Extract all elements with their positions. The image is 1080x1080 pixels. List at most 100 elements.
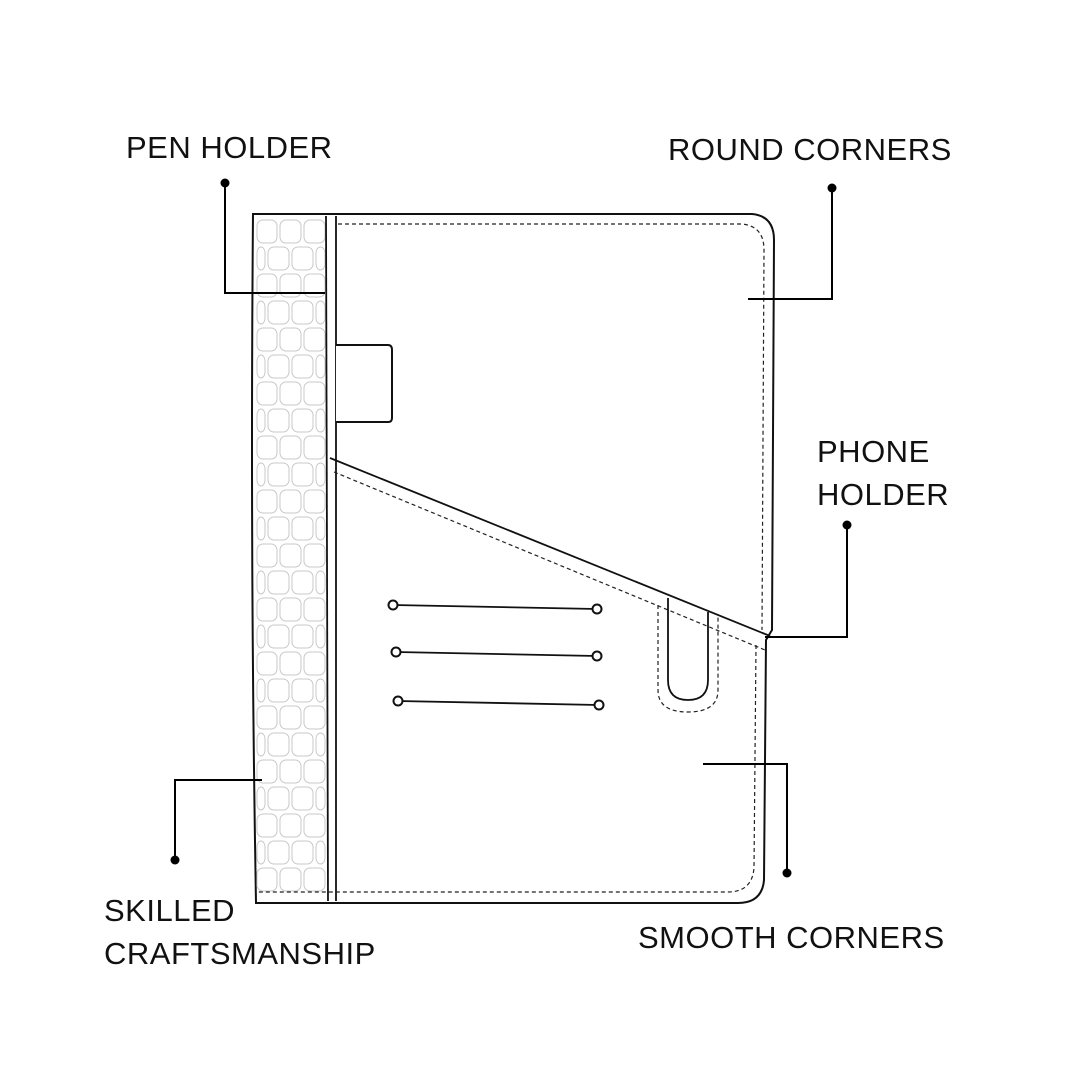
croc-scale — [315, 300, 326, 325]
croc-scale — [267, 246, 290, 271]
croc-scale — [256, 597, 278, 622]
croc-scale — [315, 246, 326, 271]
croc-scale — [267, 408, 290, 433]
croc-scale — [291, 354, 314, 379]
croc-scale — [267, 840, 290, 865]
croc-scale — [256, 759, 278, 784]
croc-scale — [279, 651, 302, 676]
croc-scale — [303, 813, 326, 838]
croc-scale — [279, 273, 302, 298]
leader-skilled-craftsmanship — [170, 779, 262, 865]
croc-scale — [279, 435, 302, 460]
croc-scale — [256, 705, 278, 730]
leader-pen-holder — [220, 178, 325, 294]
croc-scale — [315, 408, 326, 433]
croc-scale — [256, 435, 278, 460]
croc-scale — [303, 867, 326, 892]
croc-scale — [256, 678, 266, 703]
label-phone-holder-1: PHONE — [817, 434, 930, 469]
notebook-outline — [251, 213, 776, 904]
croc-scale — [279, 597, 302, 622]
pocket-edge — [329, 457, 771, 637]
croc-scale — [279, 489, 302, 514]
croc-scale — [256, 867, 278, 892]
croc-scale — [267, 570, 290, 595]
croc-scale — [291, 678, 314, 703]
label-pen-holder: PEN HOLDER — [126, 130, 333, 165]
croc-scale — [256, 381, 278, 406]
croc-scale — [267, 354, 290, 379]
croc-scale — [267, 678, 290, 703]
croc-scale — [267, 516, 290, 541]
croc-scale — [303, 705, 326, 730]
croc-scale — [279, 543, 302, 568]
croc-scale — [291, 300, 314, 325]
croc-scale — [303, 489, 326, 514]
croc-scale — [279, 327, 302, 352]
croc-scale — [267, 732, 290, 757]
croc-scale — [256, 651, 278, 676]
croc-scale — [256, 300, 266, 325]
leader-smooth-corners — [703, 763, 792, 878]
croc-scale — [291, 246, 314, 271]
label-round-corners: ROUND CORNERS — [668, 132, 952, 167]
strip-edge-line — [325, 215, 329, 902]
croc-scale — [303, 543, 326, 568]
croc-scale — [303, 435, 326, 460]
croc-scale — [256, 813, 278, 838]
croc-scale — [256, 732, 266, 757]
croc-scale — [256, 624, 266, 649]
croc-scale — [256, 543, 278, 568]
croc-scale — [279, 705, 302, 730]
pen-holder-tab — [336, 344, 393, 423]
card-slots — [387, 599, 605, 711]
label-skilled-2: CRAFTSMANSHIP — [104, 936, 376, 971]
croc-scale — [315, 354, 326, 379]
croc-scale — [279, 219, 302, 244]
croc-scale — [315, 624, 326, 649]
croc-texture-strip — [256, 219, 326, 892]
croc-scale — [291, 462, 314, 487]
croc-scale — [279, 813, 302, 838]
croc-scale — [315, 678, 326, 703]
leader-round-corners — [748, 183, 837, 300]
croc-scale — [303, 651, 326, 676]
pocket-stitching — [333, 471, 766, 651]
croc-scale — [291, 624, 314, 649]
croc-scale — [279, 759, 302, 784]
croc-scale — [279, 867, 302, 892]
phone-holder-slot — [667, 598, 709, 701]
croc-scale — [256, 219, 278, 244]
croc-scale — [256, 786, 266, 811]
label-smooth-corners: SMOOTH CORNERS — [638, 920, 945, 955]
croc-scale — [315, 840, 326, 865]
croc-scale — [267, 300, 290, 325]
croc-scale — [256, 489, 278, 514]
croc-scale — [291, 840, 314, 865]
croc-scale — [315, 516, 326, 541]
croc-scale — [291, 570, 314, 595]
croc-scale — [303, 759, 326, 784]
croc-scale — [291, 732, 314, 757]
croc-scale — [303, 327, 326, 352]
label-skilled-1: SKILLED — [104, 893, 235, 928]
croc-scale — [256, 570, 266, 595]
croc-scale — [303, 273, 326, 298]
croc-scale — [256, 273, 278, 298]
croc-scale — [256, 327, 278, 352]
croc-scale — [291, 786, 314, 811]
croc-scale — [256, 840, 266, 865]
croc-scale — [303, 219, 326, 244]
croc-scale — [315, 462, 326, 487]
phone-holder-stitching — [657, 605, 719, 713]
croc-scale — [315, 570, 326, 595]
label-phone-holder-2: HOLDER — [817, 477, 949, 512]
croc-scale — [256, 462, 266, 487]
croc-scale — [256, 408, 266, 433]
croc-scale — [315, 732, 326, 757]
croc-scale — [291, 516, 314, 541]
croc-scale — [315, 786, 326, 811]
croc-scale — [303, 597, 326, 622]
